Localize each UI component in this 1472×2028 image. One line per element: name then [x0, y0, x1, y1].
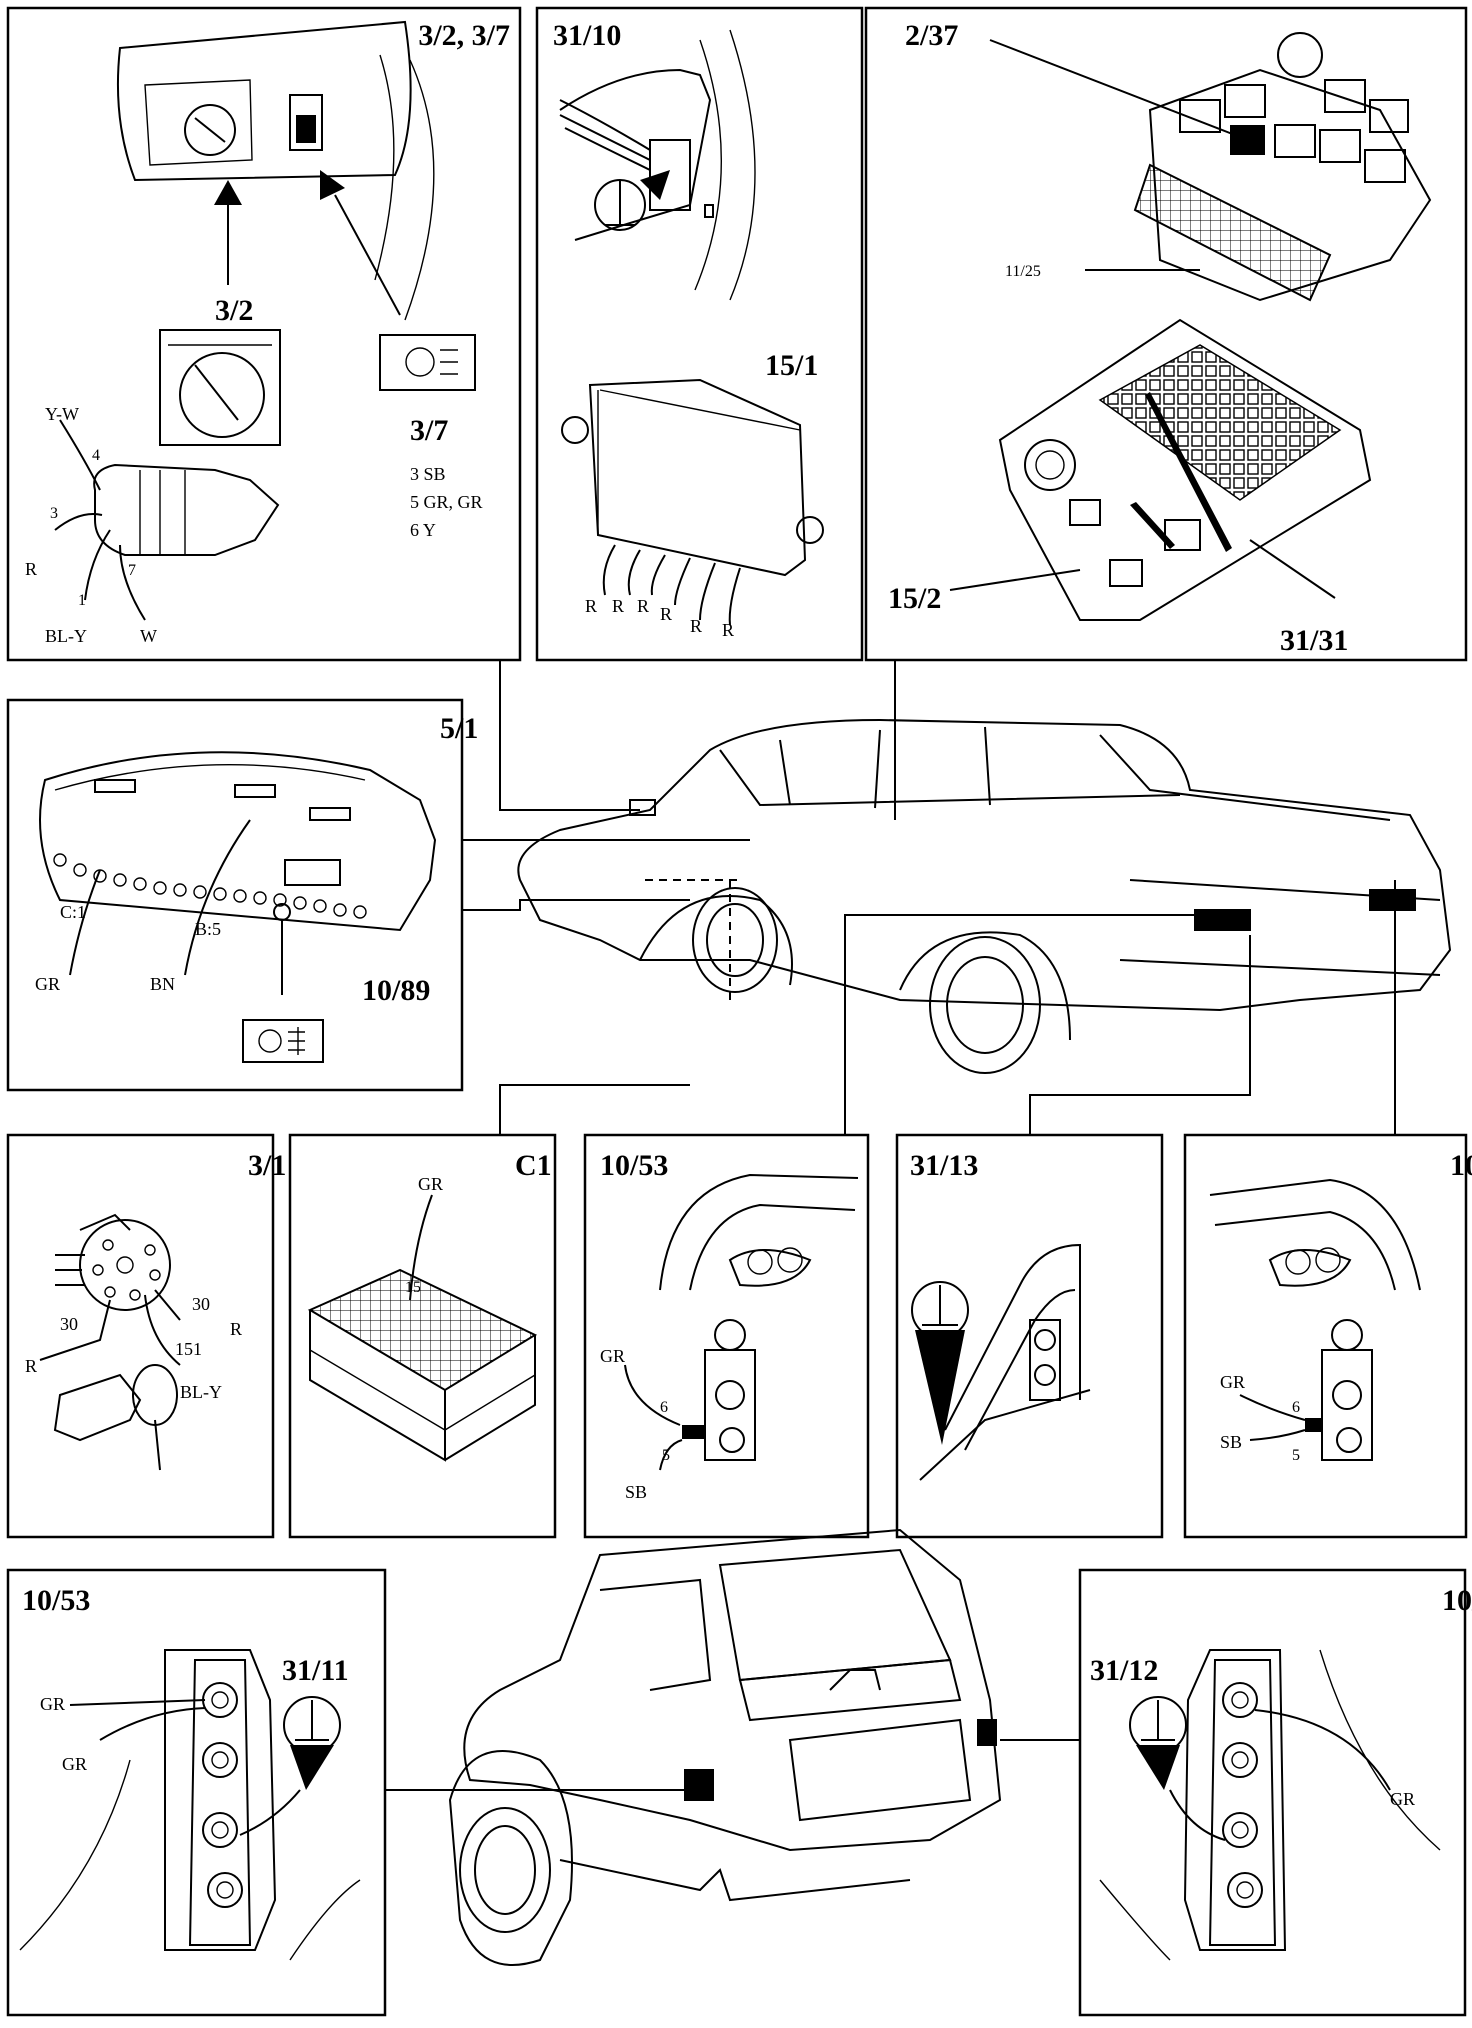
wire-gr-wagon-1: GR	[40, 1694, 65, 1714]
panel-c1: C1 GR 15	[288, 1133, 557, 1539]
pin-5-10-53: 5	[662, 1447, 670, 1464]
wire-gr-10-53: GR	[600, 1346, 625, 1366]
wagon-car-illustration	[448, 1528, 1002, 1966]
panel-title-wagon-10-53: 10/53	[22, 1584, 90, 1617]
wire-bl-y-3-1: BL-Y	[180, 1382, 222, 1402]
pin-7: 7	[128, 562, 136, 579]
wire-gr-c1: GR	[418, 1174, 443, 1194]
pin-5-10-46: 5	[1292, 1447, 1300, 1464]
wire-r-4: R	[660, 604, 672, 624]
wire-6-y: 6 Y	[410, 520, 436, 540]
wire-gr-wagon-right: GR	[1390, 1789, 1415, 1809]
pin-30-b: 30	[192, 1294, 210, 1314]
wire-r-5: R	[690, 616, 702, 636]
wire-gr: GR	[35, 974, 60, 994]
wire-r-1: R	[585, 596, 597, 616]
panel-title-c1: C1	[515, 1149, 552, 1182]
label-15-2: 15/2	[888, 582, 941, 615]
wire-3-sb: 3 SB	[410, 464, 446, 484]
panel-title-wagon-10-46: 10/46	[1442, 1584, 1472, 1617]
wire-bn: BN	[150, 974, 175, 994]
panel-2-37: 2/37 11/25 15/2 31/31	[864, 6, 1468, 662]
wire-r: R	[25, 559, 37, 579]
panel-title-31-10: 31/10	[553, 19, 621, 52]
wire-5-gr: 5 GR, GR	[410, 492, 483, 512]
panel-10-46: 10/46 GR 6 SB 5	[1183, 1133, 1472, 1539]
label-b5: B:5	[195, 919, 221, 939]
label-3-2: 3/2	[215, 294, 253, 327]
wire-y-w: Y-W	[45, 404, 79, 424]
panel-31-13: 31/13	[895, 1133, 1164, 1539]
panel-title-5-1: 5/1	[440, 712, 478, 745]
panel-title-10-53: 10/53	[600, 1149, 668, 1182]
pin-1: 1	[78, 592, 86, 609]
pin-3: 3	[50, 505, 58, 522]
panel-10-53: 10/53 GR 6 5 SB	[583, 1133, 870, 1539]
wire-r-right: R	[230, 1319, 242, 1339]
panel-title-2-37: 2/37	[905, 19, 958, 52]
wire-w: W	[140, 626, 157, 646]
wire-sb-10-53: SB	[625, 1482, 647, 1502]
panel-title-10-46: 10/46	[1450, 1149, 1472, 1182]
label-11-25: 11/25	[1005, 263, 1041, 280]
panel-wagon-10-53: 10/53 31/11 GR GR	[6, 1568, 387, 2017]
wire-gr-10-46: GR	[1220, 1372, 1245, 1392]
pin-6-10-53: 6	[660, 1399, 668, 1416]
label-10-89: 10/89	[362, 974, 430, 1007]
panel-title-15-1: 15/1	[765, 349, 818, 382]
sedan-car-illustration	[517, 718, 1452, 1074]
label-31-12: 31/12	[1090, 1654, 1158, 1687]
pin-4: 4	[92, 447, 100, 464]
connection-lines	[385, 660, 1396, 1791]
wire-r-6: R	[722, 620, 734, 640]
pin-30-a: 30	[60, 1314, 78, 1334]
wire-bl-y: BL-Y	[45, 626, 87, 646]
panel-5-1: 5/1 C:1 B:5 GR BN 10/89	[6, 698, 478, 1092]
panel-title-3-1: 3/1	[248, 1149, 286, 1182]
panel-31-10-15-1: 31/10 15/1 R R R R R R	[535, 6, 864, 662]
wire-r-2: R	[612, 596, 624, 616]
wire-gr-wagon-2: GR	[62, 1754, 87, 1774]
wire-sb-10-46: SB	[1220, 1432, 1242, 1452]
label-3-7: 3/7	[410, 414, 448, 447]
panel-title-31-13: 31/13	[910, 1149, 978, 1182]
panel-wagon-10-46: 10/46 31/12 GR	[1078, 1568, 1472, 2017]
panel-3-1: 3/1 30 30 151 R R BL-Y	[6, 1133, 286, 1539]
label-31-31: 31/31	[1280, 624, 1348, 657]
pin-151: 151	[175, 1339, 202, 1359]
wire-r-left: R	[25, 1356, 37, 1376]
label-31-11: 31/11	[282, 1654, 349, 1687]
connector-row	[53, 853, 367, 919]
wire-r-3: R	[637, 596, 649, 616]
panel-3-2-3-7: 3/2, 3/7 3/2 3/7 3 SB 5 GR, GR 6 Y	[6, 6, 522, 662]
panel-title: 3/2, 3/7	[418, 19, 510, 52]
label-c1: C:1	[60, 902, 86, 922]
pin-6-10-46: 6	[1292, 1399, 1300, 1416]
